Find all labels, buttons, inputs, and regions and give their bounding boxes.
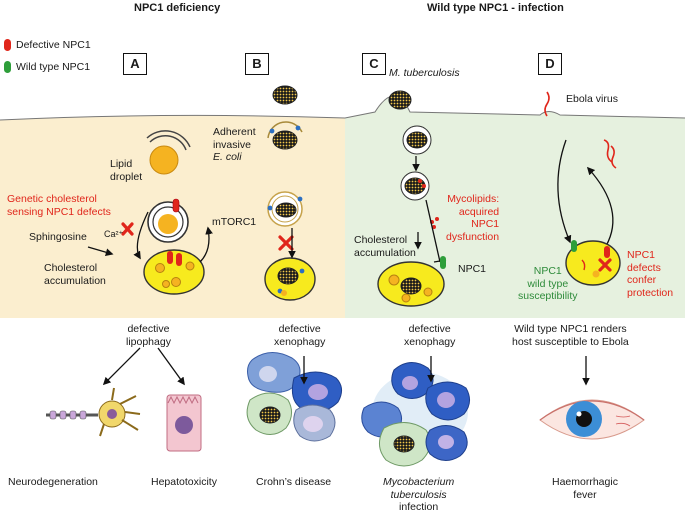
hepatotoxicity-label: Hepatotoxicity [151,476,217,488]
mtb-label: M. tuberculosis [389,67,460,79]
header-npc1-deficiency: NPC1 deficiency [134,2,221,14]
hepatocyte-icon [166,394,202,452]
legend-defective-pill [4,39,11,51]
red-x-d [598,258,612,272]
legend-defective-label: Defective NPC1 [16,39,91,51]
cell-c [377,256,446,307]
cell-b [264,257,316,301]
panel-label-a: A [123,53,147,75]
neuron-icon [46,387,141,437]
adherent-bacterium [267,121,303,150]
header-wild-type-infection: Wild type NPC1 - infection [427,2,564,14]
crohns-disease-label: Crohn’s disease [256,476,332,488]
legend-wildtype-pill [4,61,11,73]
cell-a [143,249,205,295]
phagosome-2 [400,171,430,201]
lysosome-autophagosome [147,198,189,243]
mtb-outside [388,90,412,110]
ebola-virions [544,91,617,169]
sphingosine-label: Sphingosine [29,231,87,243]
panel-label-d: D [538,53,562,75]
panel-label-b: B [245,53,269,75]
lipid-droplet [146,130,191,175]
engulfed-bacterium [267,191,303,227]
phagosome-1 [402,125,432,155]
panel-label-c: C [362,53,386,75]
npc1-label-c: NPC1 [458,263,487,275]
red-x-a [121,222,134,236]
eye-icon [539,399,645,440]
neurodegeneration-label: Neurodegeneration [8,476,98,488]
legend-wildtype-label: Wild type NPC1 [16,61,91,73]
bacterium-outside [272,85,298,105]
ebola-virus-label: Ebola virus [566,93,618,105]
red-x-b [278,235,294,251]
cell-d [565,240,621,286]
mtorc1-label: mTORC1 [212,216,257,228]
crohns-cells [246,352,342,442]
calcium-label: Ca²⁺ [104,229,124,239]
tb-infection-cells [361,362,470,467]
